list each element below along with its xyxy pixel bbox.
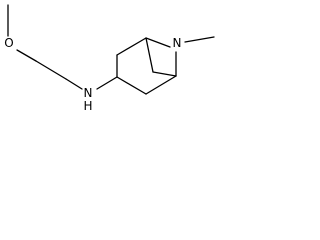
bond-ring-c3-c4 (116, 76, 147, 95)
bond-c1-bridge-n (145, 37, 171, 48)
bond-bridge-c7-c6 (152, 71, 177, 77)
amine-nitrogen-label: N (84, 86, 93, 100)
bond-nh-ring-carbon (96, 76, 118, 90)
bond-ring-c2-c1 (116, 37, 147, 56)
bond-oxygen-ch2 (16, 49, 37, 62)
bond-ch2-ch2 (35, 60, 67, 80)
bond-n-methyl (184, 36, 215, 43)
amine-hydrogen-label: H (83, 99, 92, 113)
bond-bridge-c1-c7 (145, 37, 154, 73)
molecule-structure-diagram: O N H N (4, 4, 215, 113)
bond-ring-c4-c5 (145, 75, 177, 95)
bond-ch2-nh (65, 78, 83, 90)
oxygen-atom-label: O (4, 36, 13, 50)
bridge-nitrogen-label: N (173, 36, 182, 50)
